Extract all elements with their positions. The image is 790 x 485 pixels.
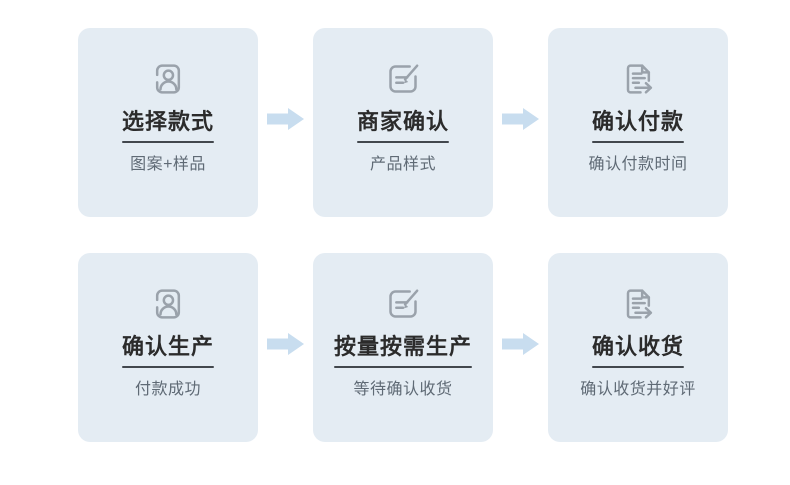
- title-underline: [333, 366, 472, 368]
- step-card-produce-on-demand: 按量按需生产 等待确认收货: [313, 253, 493, 442]
- title-underline: [121, 141, 214, 143]
- document-forward-arrow-icon: [618, 57, 658, 101]
- step-title-block: 确认付款: [591, 109, 684, 143]
- step-subtitle: 图案+样品: [130, 156, 206, 173]
- right-arrow-icon: [267, 332, 305, 356]
- process-flow-diagram: 选择款式 图案+样品 商家确认 产品样式 确认付款 确认付款时间 确认生产: [78, 28, 728, 442]
- step-card-confirm-payment: 确认付款 确认付款时间: [548, 28, 728, 217]
- edit-note-pencil-icon: [383, 57, 423, 101]
- step-subtitle: 付款成功: [134, 381, 201, 398]
- title-underline: [356, 141, 449, 143]
- flow-connector: [493, 28, 548, 217]
- right-arrow-icon: [502, 332, 540, 356]
- step-title: 选择款式: [121, 109, 214, 134]
- document-forward-arrow-icon: [618, 282, 658, 326]
- step-title: 确认收货: [591, 334, 684, 359]
- step-card-confirm-production: 确认生产 付款成功: [78, 253, 258, 442]
- step-card-confirm-receipt: 确认收货 确认收货并好评: [548, 253, 728, 442]
- step-title: 商家确认: [356, 109, 449, 134]
- step-subtitle: 确认付款时间: [588, 156, 688, 173]
- step-title: 按量按需生产: [333, 334, 472, 359]
- step-title-block: 确认生产: [121, 334, 214, 368]
- step-title-block: 按量按需生产: [333, 334, 472, 368]
- title-underline: [591, 141, 684, 143]
- row-spacer: [78, 217, 728, 253]
- step-card-merchant-confirm: 商家确认 产品样式: [313, 28, 493, 217]
- step-subtitle: 确认收货并好评: [580, 381, 696, 398]
- step-title-block: 确认收货: [591, 334, 684, 368]
- step-card-select-style: 选择款式 图案+样品: [78, 28, 258, 217]
- right-arrow-icon: [267, 107, 305, 131]
- flow-connector: [258, 253, 313, 442]
- step-title: 确认付款: [591, 109, 684, 134]
- title-underline: [591, 366, 684, 368]
- title-underline: [121, 366, 214, 368]
- portrait-card-person-icon: [148, 282, 188, 326]
- portrait-card-person-icon: [148, 57, 188, 101]
- flow-connector: [493, 253, 548, 442]
- step-subtitle: 产品样式: [369, 156, 436, 173]
- edit-note-pencil-icon: [383, 282, 423, 326]
- flow-connector: [258, 28, 313, 217]
- step-title-block: 商家确认: [356, 109, 449, 143]
- step-title: 确认生产: [121, 334, 214, 359]
- step-title-block: 选择款式: [121, 109, 214, 143]
- right-arrow-icon: [502, 107, 540, 131]
- step-subtitle: 等待确认收货: [353, 381, 453, 398]
